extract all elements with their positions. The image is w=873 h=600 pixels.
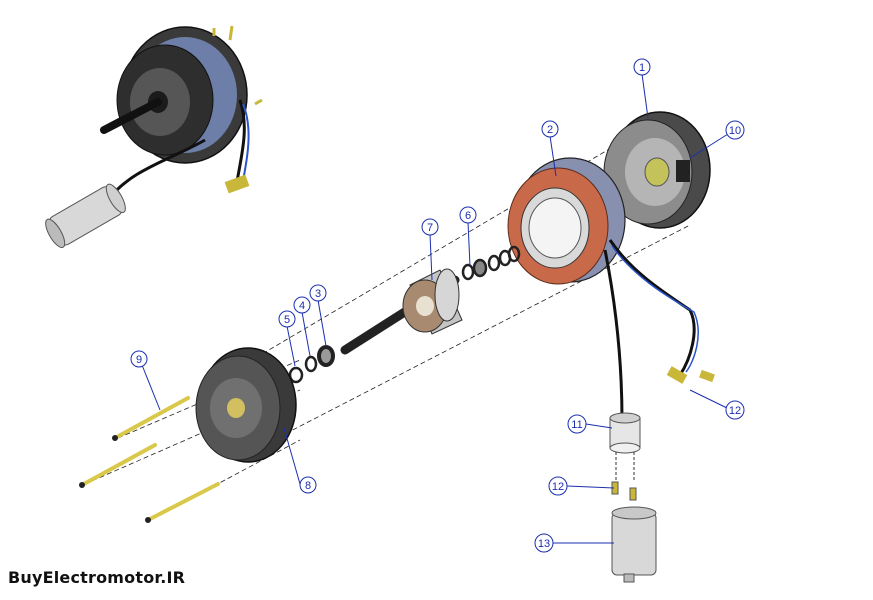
callout-8-label: 8 bbox=[305, 480, 311, 492]
callout-4-label: 4 bbox=[299, 300, 305, 312]
rear-bearing-washers bbox=[461, 245, 521, 281]
leader-lines bbox=[141, 73, 729, 544]
rear-end-shield bbox=[603, 111, 711, 229]
callout-7-label: 7 bbox=[427, 222, 433, 234]
callout-2: 2 bbox=[541, 120, 559, 138]
callout-1: 1 bbox=[633, 58, 651, 76]
callout-11: 11 bbox=[567, 414, 587, 434]
front-end-shield bbox=[195, 347, 297, 463]
callout-10-label: 10 bbox=[729, 125, 741, 137]
rotor-shaft bbox=[340, 268, 463, 355]
assembled-motor bbox=[45, 25, 263, 249]
capacitor-clamp bbox=[609, 412, 641, 480]
callout-1-label: 1 bbox=[639, 62, 645, 74]
capacitor bbox=[611, 506, 657, 583]
callout-4: 4 bbox=[293, 296, 311, 314]
callout-9: 9 bbox=[130, 350, 148, 368]
callout-7: 7 bbox=[421, 218, 439, 236]
callout-12-wire-label: 12 bbox=[729, 405, 741, 417]
callout-8: 8 bbox=[299, 476, 317, 494]
callout-6-label: 6 bbox=[465, 210, 471, 222]
callout-6: 6 bbox=[459, 206, 477, 224]
callout-12-capacitor-label: 12 bbox=[552, 481, 564, 493]
stator bbox=[507, 157, 715, 421]
callout-13-label: 13 bbox=[538, 538, 550, 550]
callout-5-label: 5 bbox=[284, 314, 290, 326]
callout-2-label: 2 bbox=[547, 124, 553, 136]
tie-bolts bbox=[79, 396, 220, 523]
capacitor-terminals bbox=[611, 481, 637, 501]
callout-12-wire: 12 bbox=[725, 400, 745, 420]
brand-watermark: BuyElectromotor.IR bbox=[8, 568, 186, 587]
callout-12-capacitor: 12 bbox=[548, 476, 568, 496]
callout-11-label: 11 bbox=[571, 419, 582, 431]
callout-3-label: 3 bbox=[315, 288, 321, 300]
callout-10: 10 bbox=[725, 120, 745, 140]
callout-5: 5 bbox=[278, 310, 296, 328]
front-bearing-washers bbox=[288, 345, 335, 384]
callout-9-label: 9 bbox=[136, 354, 142, 366]
callout-3: 3 bbox=[309, 284, 327, 302]
callout-13: 13 bbox=[534, 533, 554, 553]
